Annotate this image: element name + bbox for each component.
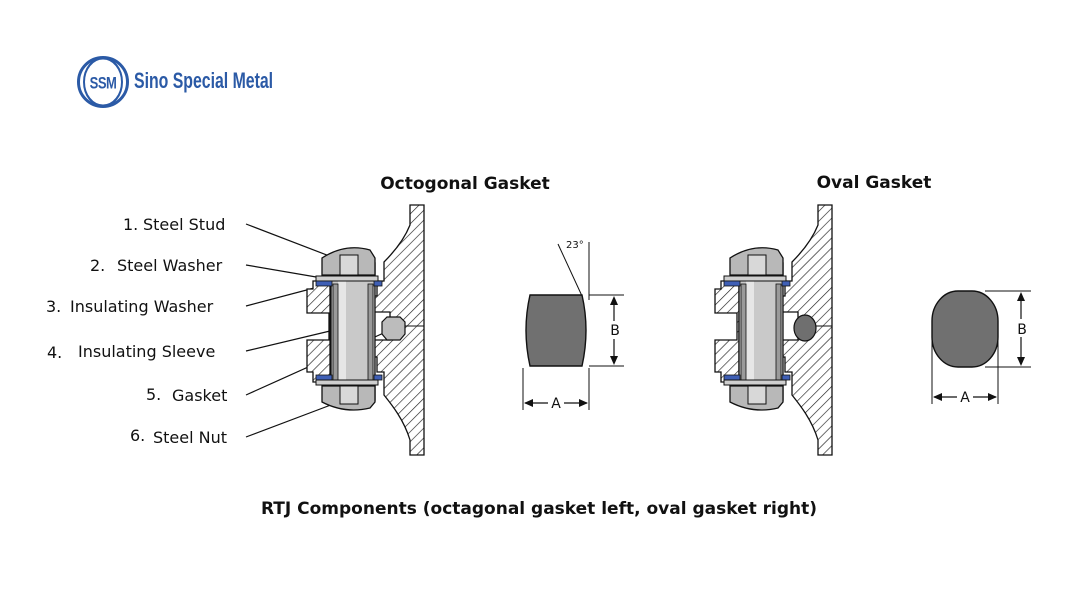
octagonal-flange-assembly (306, 204, 425, 456)
label-steel-nut: Steel Nut (153, 428, 227, 447)
octagonal-gasket-profile: 23° B A (522, 240, 624, 412)
oval-dimension-a: A (960, 390, 970, 406)
label-2-number: 2. (90, 256, 105, 275)
component-labels: 1. Steel Stud 2. Steel Washer 3. Insulat… (46, 215, 227, 447)
label-steel-washer: Steel Washer (117, 256, 223, 275)
octagonal-dimension-b: B (610, 323, 620, 339)
label-insulating-washer: Insulating Washer (70, 297, 214, 316)
logo-badge-text: SSM (83, 57, 123, 107)
label-5-number: 5. (146, 385, 161, 404)
logo-company-name: Sino Special Metal (134, 68, 274, 93)
label-gasket: Gasket (172, 386, 227, 405)
octagonal-gasket-title: Octogonal Gasket (380, 174, 550, 194)
oval-gasket-title: Oval Gasket (817, 173, 932, 193)
logo-badge: SSM (77, 56, 129, 108)
oval-flange-assembly (714, 204, 833, 456)
diagram-caption: RTJ Components (octagonal gasket left, o… (260, 499, 818, 519)
octagonal-dimension-a: A (551, 396, 561, 412)
label-insulating-sleeve: Insulating Sleeve (78, 342, 215, 361)
angle-label: 23° (566, 240, 584, 251)
label-1-number: 1. (123, 215, 138, 234)
label-3-number: 3. (46, 297, 61, 316)
oval-dimension-b: B (1017, 322, 1027, 338)
oval-gasket-profile: B A (931, 290, 1031, 406)
label-steel-stud: Steel Stud (143, 215, 225, 234)
label-4-number: 4. (47, 343, 62, 362)
company-logo: SSM Sino Special Metal (77, 56, 277, 112)
label-6-number: 6. (130, 426, 145, 445)
